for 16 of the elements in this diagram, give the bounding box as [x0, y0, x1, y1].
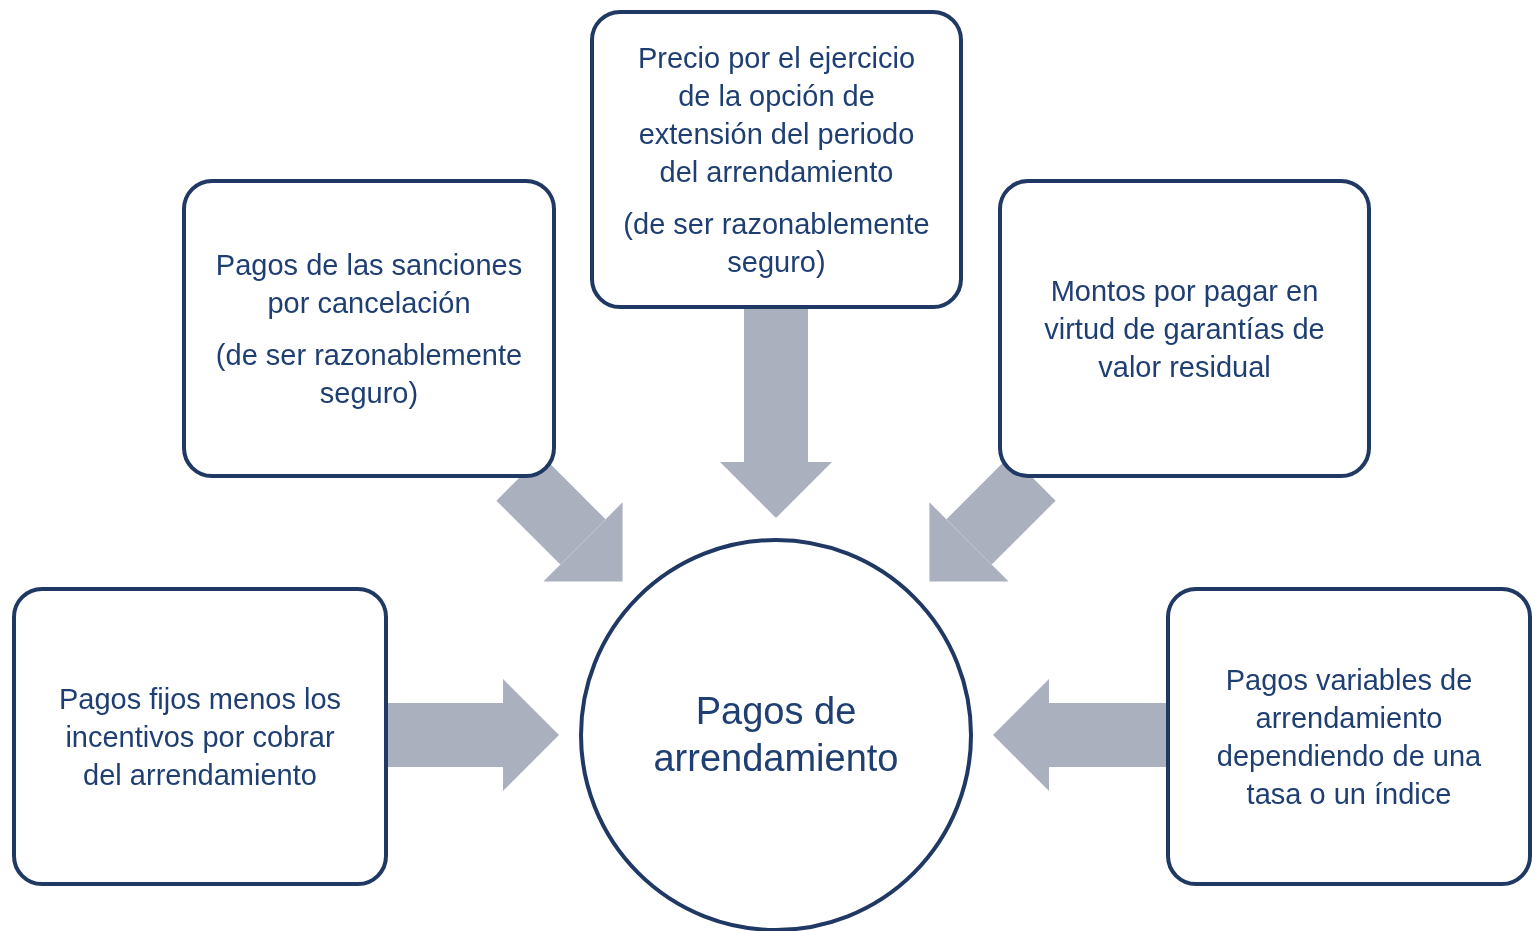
rounded-box: [998, 179, 1371, 478]
box-text: (de ser razonablemente seguro): [214, 337, 524, 411]
rounded-box: [182, 179, 556, 478]
box-text: Pagos fijos menos los incentivos por cobrar del arrendamiento: [57, 681, 343, 793]
box-text: Pagos de las sanciones por cancelación: [214, 247, 524, 321]
block-arrow: [388, 679, 559, 791]
block-arrow: [720, 309, 832, 518]
box-text: Montos por pagar en virtud de garantías de valor residual: [1043, 273, 1326, 385]
box-text: (de ser razonablemente seguro): [622, 206, 931, 280]
box-text: Precio por el ejercicio de la opción de extensión del periodo del arrendamiento: [636, 40, 917, 190]
rounded-box: [12, 587, 388, 886]
block-arrow: [993, 679, 1166, 791]
circle-label: Pagos de arrendamiento: [652, 689, 900, 781]
rounded-box: [590, 10, 963, 309]
rounded-box: [1166, 587, 1532, 886]
box-text: Pagos variables de arrendamiento dependiendo de una tasa o un índice: [1215, 662, 1483, 812]
